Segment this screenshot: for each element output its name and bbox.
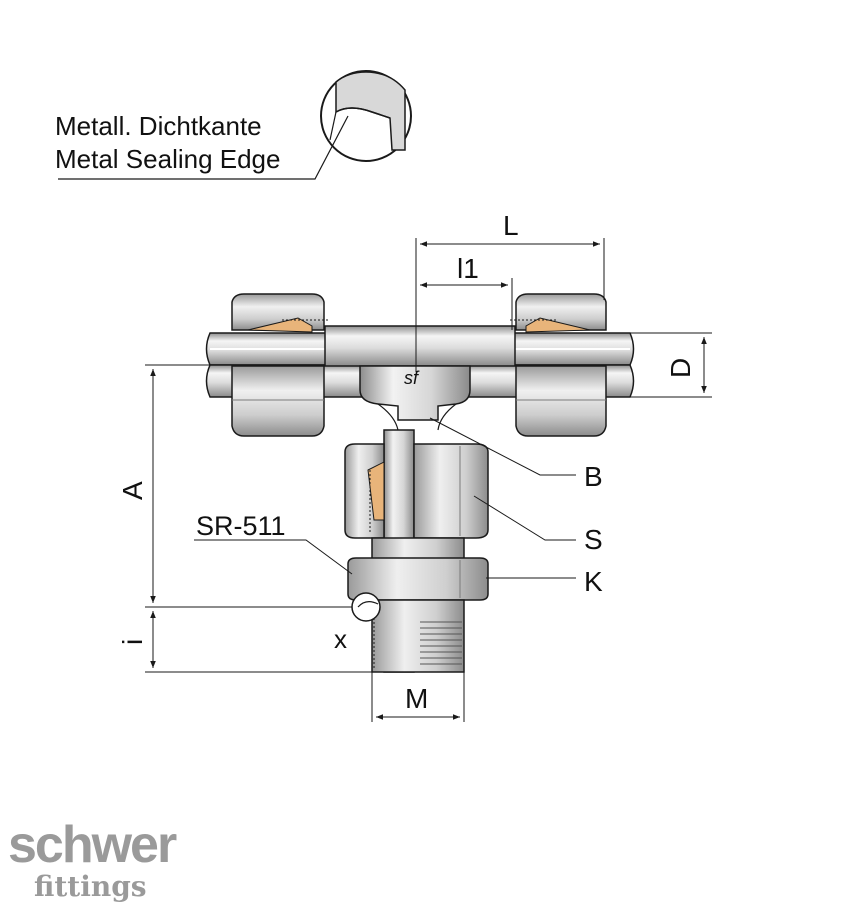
dim-label-i: i: [117, 639, 148, 645]
dim-label-l1: l1: [457, 253, 479, 284]
part-label-K: K: [584, 566, 603, 597]
sealing-edge-callout: [58, 70, 412, 180]
tee-body: [324, 325, 516, 431]
logo-line2: fittings: [34, 870, 147, 903]
callout-text-en: Metal Sealing Edge: [55, 144, 280, 174]
part-label-x: x: [334, 624, 347, 654]
dim-label-D: D: [665, 358, 696, 378]
dim-label-M: M: [405, 683, 428, 714]
schwer-fittings-logo: schwer fittings: [8, 816, 179, 903]
part-label-B: B: [584, 461, 603, 492]
body-mark: sf: [404, 368, 420, 388]
branch-assembly: [344, 429, 489, 673]
right-run-nut: [510, 293, 607, 437]
dim-label-A: A: [117, 481, 148, 500]
part-label-sr511: SR-511: [196, 511, 286, 541]
dim-label-L: L: [503, 210, 519, 241]
dimension-lines: [145, 238, 712, 722]
left-run-nut: [231, 293, 328, 437]
part-label-S: S: [584, 524, 603, 555]
logo-line1: schwer: [8, 816, 177, 874]
callout-text-de: Metall. Dichtkante: [55, 111, 262, 141]
